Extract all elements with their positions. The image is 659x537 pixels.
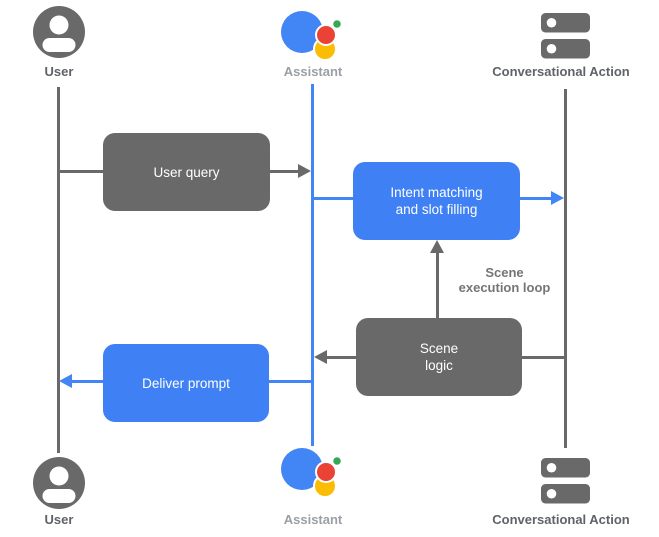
deliver-prompt-box: Deliver prompt	[103, 344, 269, 422]
intent-to-action-arrowhead-icon	[551, 191, 564, 205]
assistant-icon	[281, 11, 343, 61]
assistant-to-intent-connector-line	[314, 197, 353, 200]
assistant-icon	[281, 448, 343, 498]
deliver-prompt-arrowhead-icon	[59, 374, 72, 388]
user-label-bottom: User	[44, 512, 74, 527]
user-icon	[33, 457, 85, 509]
scene-loop-arrowhead-icon	[430, 240, 444, 253]
user-query-box: User query	[103, 133, 270, 211]
intent-matching-box: Intent matching and slot filling	[353, 162, 520, 240]
assistant-label-top: Assistant	[283, 64, 343, 79]
assistant-label-bottom: Assistant	[283, 512, 343, 527]
conversational-action-label-bottom: Conversational Action	[492, 512, 630, 527]
user-lifeline	[57, 87, 60, 453]
scene-logic-box: Scene logic	[356, 318, 522, 396]
conversational-action-icon	[541, 13, 590, 59]
scene-execution-loop-label: Scene execution loop	[458, 265, 551, 295]
conversational-action-lifeline	[564, 89, 567, 448]
assistant-lifeline	[311, 84, 314, 446]
conversational-action-label-top: Conversational Action	[492, 64, 630, 79]
user-icon	[33, 6, 85, 58]
scene-logic-arrowhead-icon	[314, 350, 327, 364]
conversational-action-icon	[541, 458, 590, 504]
intent-to-action-arrow-line	[520, 197, 552, 200]
user-label-top: User	[44, 64, 74, 79]
scene-loop-arrow-line	[436, 251, 439, 318]
user-query-arrowhead-icon	[298, 164, 311, 178]
